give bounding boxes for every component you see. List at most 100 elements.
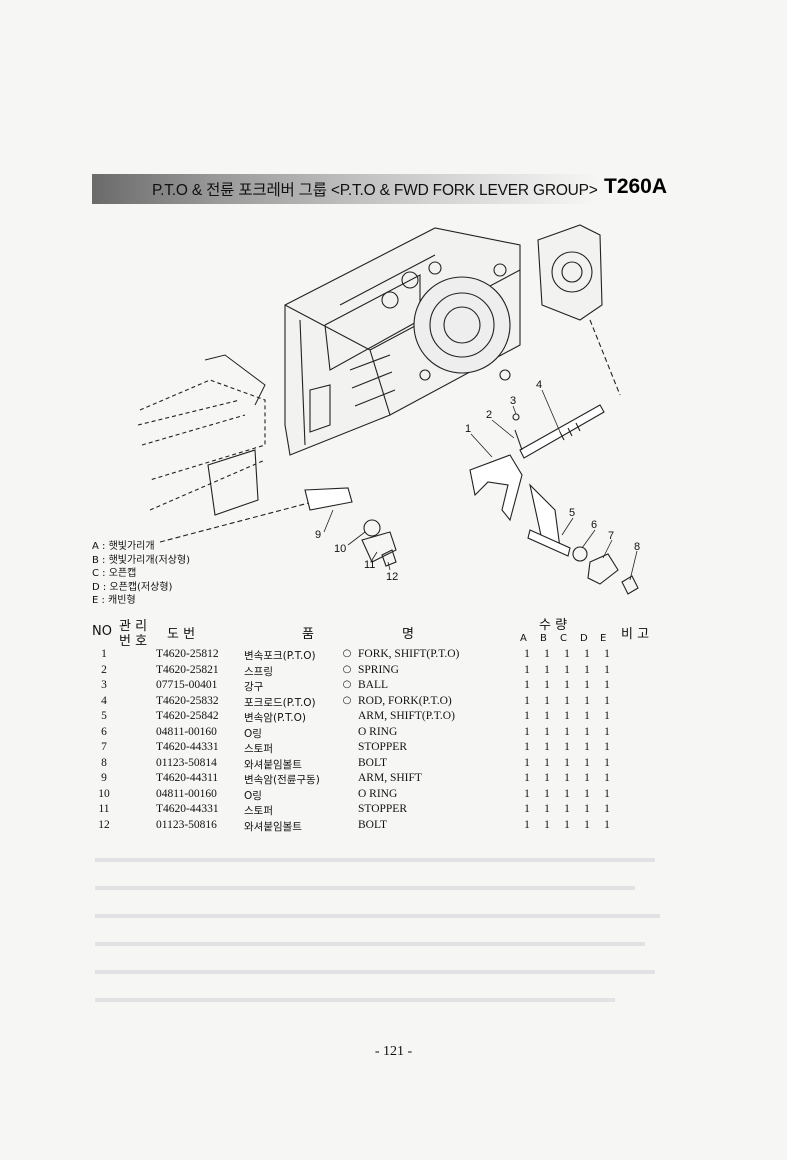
row-qty-b: 1 xyxy=(544,710,550,722)
bolt-part-2 xyxy=(381,549,397,567)
row-qty-b: 1 xyxy=(544,679,550,691)
row-qty-c: 1 xyxy=(564,756,570,769)
row-qty-b: 1 xyxy=(544,663,550,676)
ball-part xyxy=(512,413,520,421)
row-korean-name: 스프링 xyxy=(244,665,273,678)
col-no: NO xyxy=(92,624,112,639)
row-qty-a: 1 xyxy=(524,648,530,660)
row-qty-d: 1 xyxy=(584,803,590,815)
legend-item: B : 햇빛가리개(저상형) xyxy=(92,554,190,566)
rear-cover xyxy=(537,224,603,321)
row-qty-b: 1 xyxy=(544,756,550,769)
row-english-name: ARM, SHIFT(P.T.O) xyxy=(358,710,455,722)
col-part-name-2: 명 xyxy=(402,627,414,642)
row-qty-a: 1 xyxy=(524,679,530,691)
row-english-name: STOPPER xyxy=(358,803,408,815)
row-part-number: T4620-25842 xyxy=(156,710,219,722)
row-no: 9 xyxy=(101,772,107,784)
housing-plate xyxy=(207,449,259,516)
page-number: - 121 - xyxy=(374,1044,413,1059)
callout-2: 2 xyxy=(486,409,492,421)
row-korean-name: O링 xyxy=(244,727,262,740)
row-no: 4 xyxy=(101,694,107,707)
row-qty-c: 1 xyxy=(564,725,570,738)
header-bar xyxy=(92,174,598,204)
row-no: 12 xyxy=(98,818,110,831)
housing-bracket xyxy=(204,354,266,406)
row-qty-e: 1 xyxy=(604,725,610,738)
row-qty-a: 1 xyxy=(524,818,530,831)
row-qty-d: 1 xyxy=(584,663,590,676)
callout-11: 11 xyxy=(364,559,375,571)
callout-9: 9 xyxy=(315,529,321,541)
row-no: 5 xyxy=(101,710,107,722)
row-qty-b: 1 xyxy=(544,818,550,831)
callout-3: 3 xyxy=(510,395,516,407)
row-qty-c: 1 xyxy=(564,648,570,660)
row-qty-c: 1 xyxy=(564,663,570,676)
row-no: 10 xyxy=(98,787,110,800)
row-no: 3 xyxy=(101,679,107,691)
callout-10: 10 xyxy=(334,543,346,555)
row-english-name: STOPPER xyxy=(358,741,408,753)
row-qty-d: 1 xyxy=(584,741,590,753)
row-korean-name: 스토퍼 xyxy=(244,743,273,755)
qty-col-a: A xyxy=(520,633,527,644)
row-qty-d: 1 xyxy=(584,756,590,769)
row-change-mark: ○ xyxy=(342,648,352,659)
legend-item: A : 햇빛가리개 xyxy=(92,541,155,552)
row-qty-e: 1 xyxy=(604,710,610,722)
front-axle-housing xyxy=(137,379,266,511)
row-change-mark: ○ xyxy=(342,694,352,706)
row-qty-a: 1 xyxy=(524,663,530,676)
col-drawing-no: 도 번 xyxy=(167,627,196,642)
row-qty-b: 1 xyxy=(544,648,550,660)
row-qty-a: 1 xyxy=(524,741,530,753)
row-qty-d: 1 xyxy=(584,818,590,831)
row-english-name: BALL xyxy=(358,679,389,691)
callout-12: 12 xyxy=(386,571,398,583)
group-title: P.T.O & 전륜 포크레버 그룹 <P.T.O & FWD FORK LEV… xyxy=(152,182,598,199)
col-quantity: 수 량 xyxy=(539,618,568,633)
row-part-number: T4620-44331 xyxy=(156,741,219,753)
row-part-number: T4620-44331 xyxy=(156,803,219,815)
row-part-number: 04811-00160 xyxy=(156,787,217,800)
qty-col-d: D xyxy=(580,633,588,644)
stopper-part xyxy=(587,553,619,585)
row-english-name: SPRING xyxy=(358,663,399,676)
row-english-name: FORK, SHIFT(P.T.O) xyxy=(358,648,460,660)
legend-item: C : 오픈캡 xyxy=(92,568,137,580)
row-no: 7 xyxy=(101,741,107,753)
row-korean-name: 변속포크(P.T.O) xyxy=(244,650,316,662)
qty-col-b: B xyxy=(540,633,547,644)
row-part-number: T4620-25832 xyxy=(156,694,219,707)
fork-rod-part xyxy=(519,404,605,459)
row-qty-d: 1 xyxy=(584,710,590,722)
row-no: 1 xyxy=(101,648,107,660)
row-part-number: T4620-44311 xyxy=(156,772,219,784)
o-ring-part xyxy=(572,546,588,562)
row-qty-b: 1 xyxy=(544,725,550,738)
transmission-case xyxy=(284,227,521,456)
row-qty-c: 1 xyxy=(564,787,570,800)
legend-item: E : 캐빈형 xyxy=(92,595,136,607)
row-korean-name: 스토퍼 xyxy=(244,805,273,817)
callout-5: 5 xyxy=(569,507,575,519)
row-qty-d: 1 xyxy=(584,648,590,660)
col-part-name-1: 품 xyxy=(302,627,314,642)
row-qty-a: 1 xyxy=(524,772,530,784)
row-part-number: 04811-00160 xyxy=(156,725,217,738)
row-korean-name: 강구 xyxy=(244,681,264,693)
col-mgmt-line2: 번 호 xyxy=(119,634,148,649)
row-qty-e: 1 xyxy=(604,756,610,769)
row-qty-a: 1 xyxy=(524,756,530,769)
row-qty-e: 1 xyxy=(604,818,610,831)
